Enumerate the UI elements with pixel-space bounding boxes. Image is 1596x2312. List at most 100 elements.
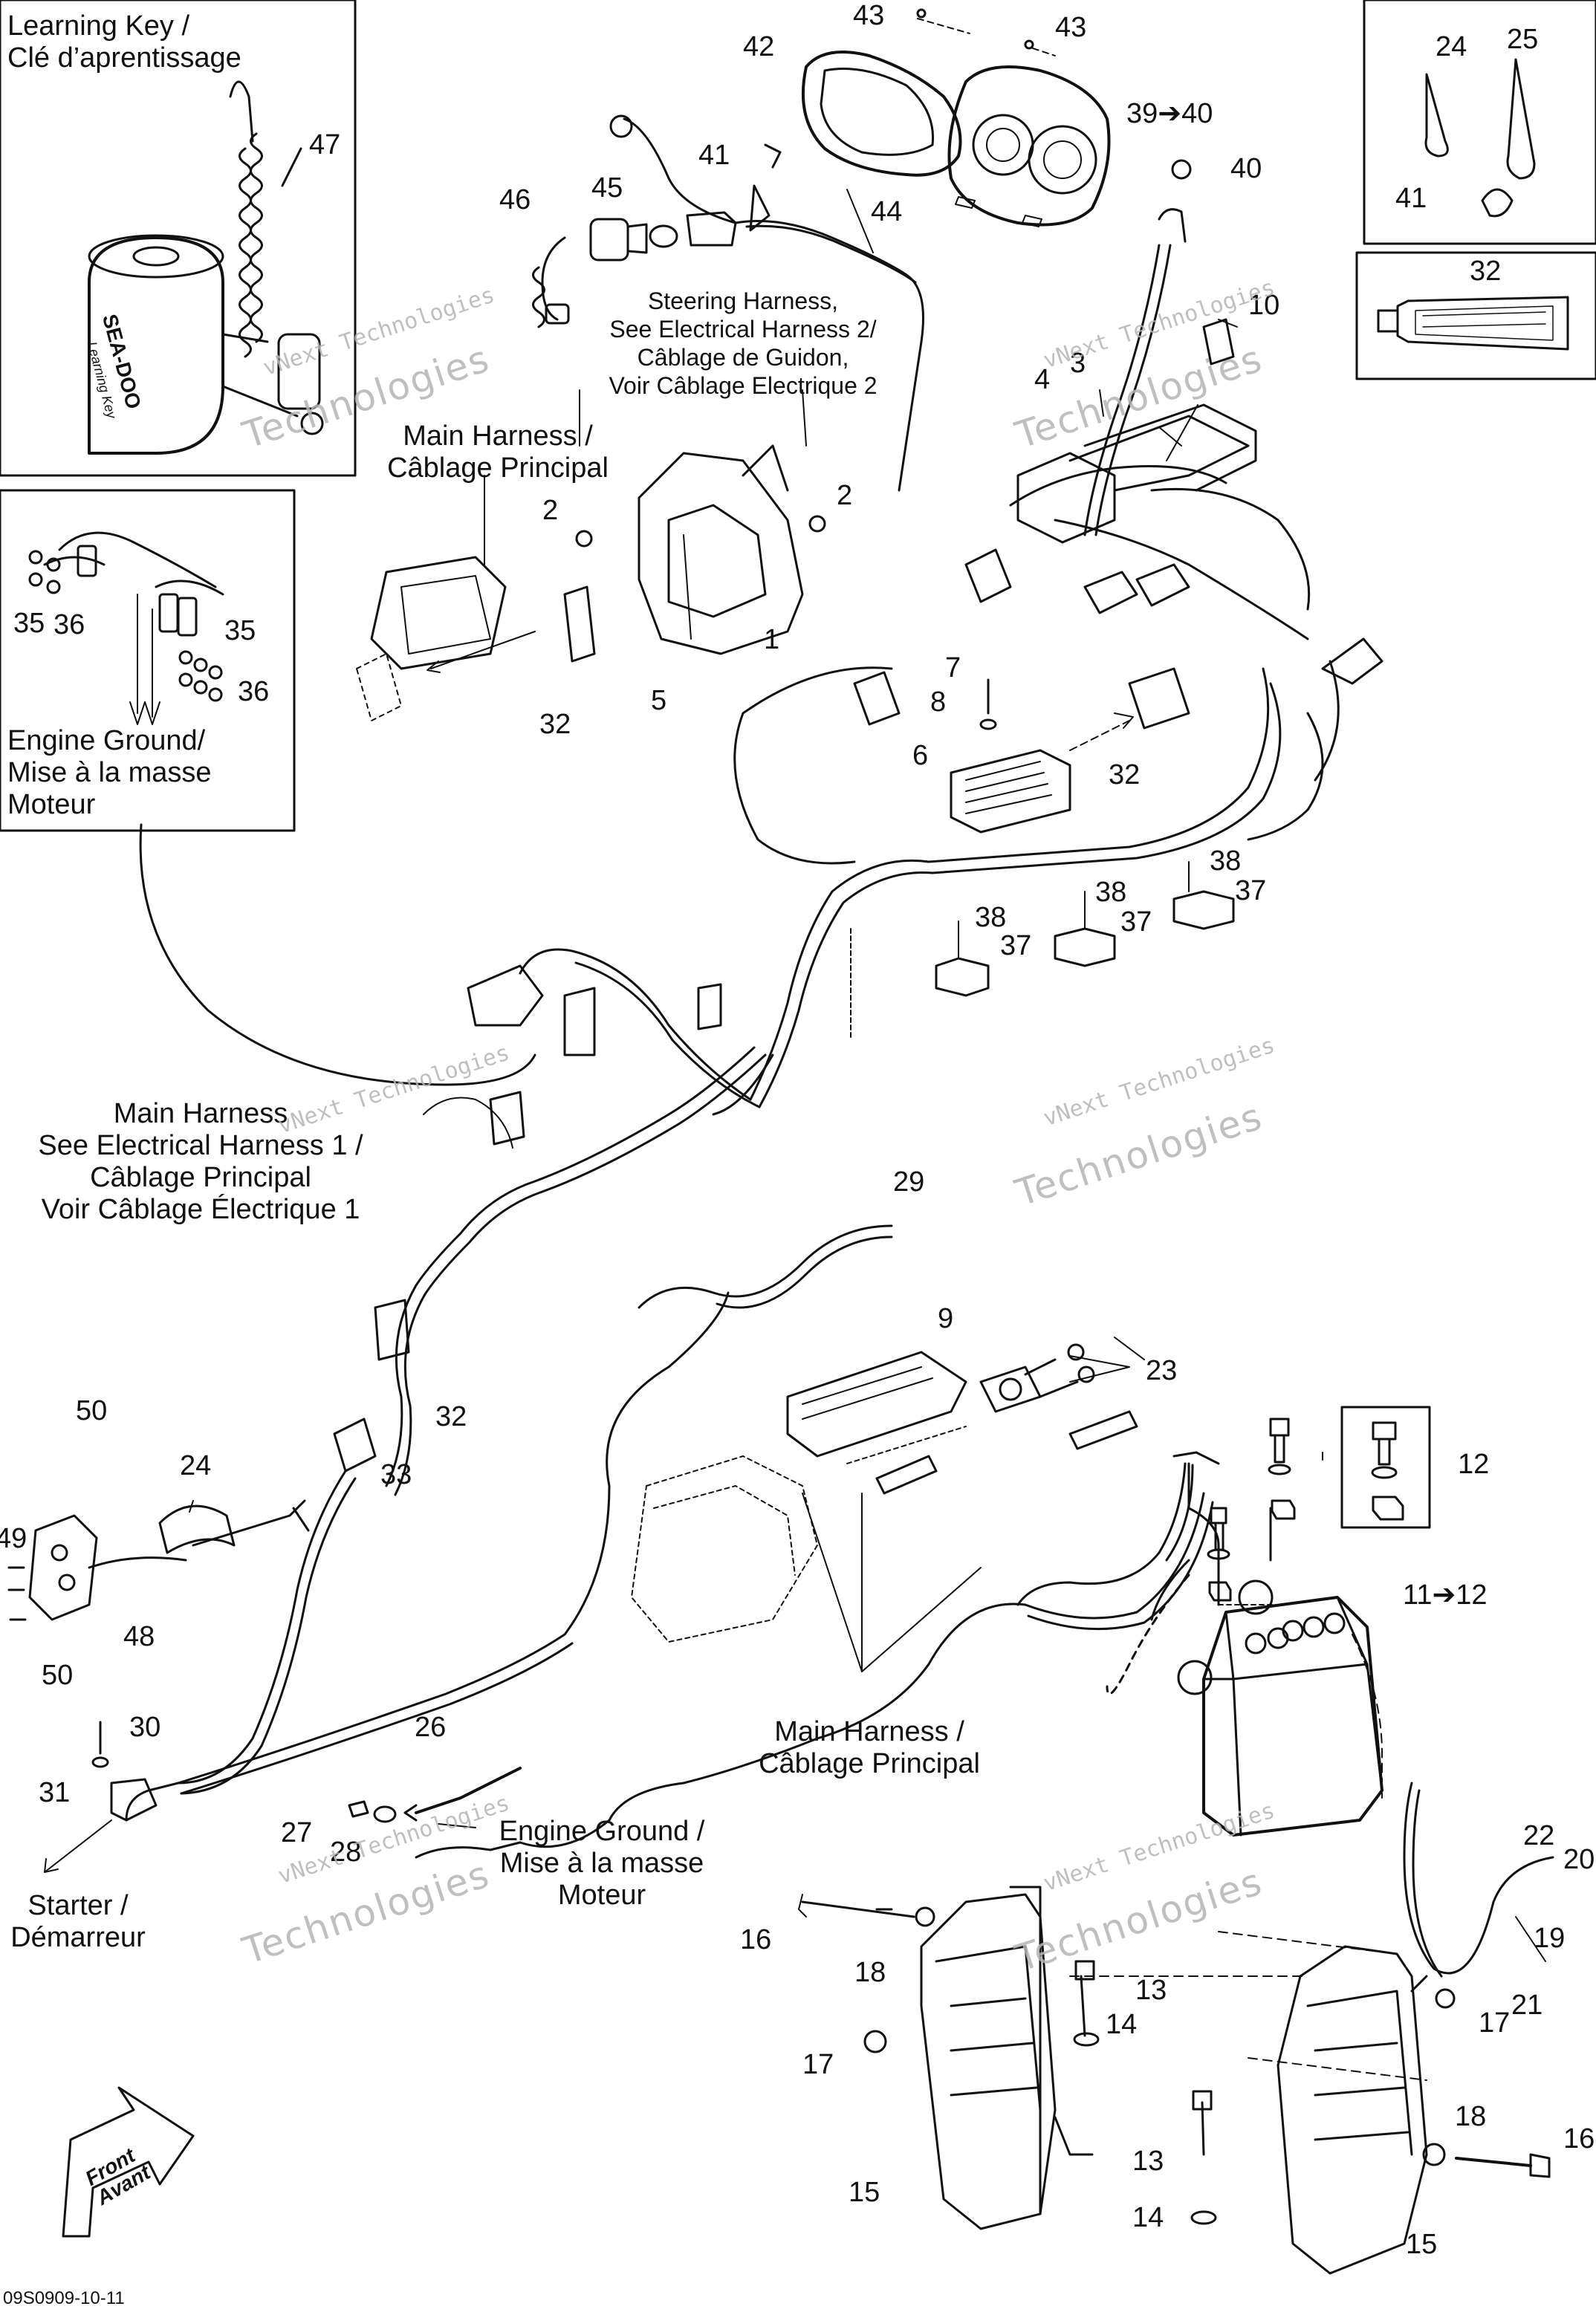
callout-21: 21 bbox=[1511, 1990, 1543, 2021]
gauge-cluster bbox=[801, 8, 1192, 243]
callout-28: 28 bbox=[330, 1837, 362, 1868]
callout-30: 30 bbox=[129, 1712, 161, 1743]
callout-46: 46 bbox=[499, 184, 531, 215]
callout-42: 42 bbox=[743, 31, 775, 62]
fastener-inset-box bbox=[1340, 1406, 1431, 1529]
callout-48: 48 bbox=[123, 1621, 155, 1652]
callout-43: 43 bbox=[853, 0, 885, 31]
engine-ground-bottom-parts bbox=[348, 1767, 522, 1828]
callout-12: 12 bbox=[1458, 1449, 1490, 1480]
callout-14b: 14 bbox=[1132, 2202, 1164, 2233]
callout-44: 44 bbox=[871, 196, 903, 227]
callout-32c: 32 bbox=[435, 1401, 467, 1432]
callout-50b: 50 bbox=[42, 1660, 74, 1691]
callout-26: 26 bbox=[415, 1712, 447, 1743]
callout-7: 7 bbox=[945, 652, 961, 683]
callout-23: 23 bbox=[1146, 1355, 1178, 1386]
callout-1: 1 bbox=[764, 624, 780, 655]
callout-32-sealant: 32 bbox=[1470, 256, 1502, 287]
callout-41: 41 bbox=[698, 140, 730, 171]
callout-35: 35 bbox=[13, 608, 45, 639]
callout-38b: 38 bbox=[1095, 877, 1127, 908]
callout-25: 25 bbox=[1507, 24, 1539, 55]
learning-key-title: Learning Key /Clé d’aprentissage bbox=[7, 10, 241, 74]
callout-49: 49 bbox=[0, 1523, 27, 1554]
fuse-holder-bracket bbox=[356, 444, 826, 721]
buzzer-48 bbox=[7, 1499, 310, 1621]
callout-8: 8 bbox=[930, 686, 947, 718]
callout-13: 13 bbox=[1135, 1975, 1167, 2006]
callout-2b: 2 bbox=[837, 480, 853, 511]
callout-33: 33 bbox=[380, 1459, 412, 1490]
callout-18: 18 bbox=[854, 1957, 886, 1988]
battery-terminal-bolts bbox=[1207, 1418, 1296, 1602]
callout-43b: 43 bbox=[1055, 12, 1087, 43]
mid-connectors bbox=[333, 964, 722, 1472]
callout-36b: 36 bbox=[238, 676, 270, 707]
voltage-regulator bbox=[950, 678, 1134, 834]
lower-harness-wires bbox=[125, 1224, 1554, 1978]
callout-17: 17 bbox=[802, 2049, 834, 2080]
steering-harness-caption: Steering Harness, See Electrical Harness… bbox=[609, 288, 878, 399]
cable-ties-drawing bbox=[1424, 58, 1536, 218]
fuse-box-top bbox=[853, 318, 1383, 730]
front-arrow bbox=[62, 2086, 195, 2238]
main-harness-bottom-caption: Main Harness / Câblage Principal bbox=[759, 1716, 980, 1779]
harness-wires bbox=[139, 220, 1340, 1496]
sealant-tube-drawing bbox=[1377, 296, 1569, 351]
diagram-code: 09S0909-10-11 bbox=[3, 2288, 125, 2308]
lower-fuse-assembly bbox=[631, 1343, 1138, 1643]
cable-ties-inset-box bbox=[1363, 0, 1596, 245]
callout-40: 40 bbox=[1230, 153, 1262, 184]
callout-24: 24 bbox=[1436, 31, 1467, 62]
callout-35b: 35 bbox=[224, 615, 256, 646]
callout-47: 47 bbox=[309, 129, 341, 160]
callout-24b: 24 bbox=[180, 1450, 212, 1481]
callout-41b: 41 bbox=[1395, 183, 1427, 214]
learning-key-inset-box bbox=[0, 0, 357, 477]
engine-ground-bottom-caption: Engine Ground / Mise à la masse Moteur bbox=[499, 1816, 705, 1911]
main-harness-top-caption: Main Harness / Câblage Principal bbox=[387, 420, 609, 484]
callout-20: 20 bbox=[1563, 1844, 1595, 1875]
ignition-switch-parts bbox=[532, 114, 782, 328]
callout-32a: 32 bbox=[539, 709, 571, 740]
callout-45: 45 bbox=[591, 172, 623, 204]
callout-10: 10 bbox=[1248, 290, 1280, 321]
callout-22: 22 bbox=[1523, 1820, 1555, 1851]
starter-caption: Starter / Démarreur bbox=[10, 1890, 146, 1953]
callout-32b: 32 bbox=[1109, 759, 1141, 790]
callout-11-12: 11➔12 bbox=[1403, 1579, 1488, 1611]
callout-14: 14 bbox=[1106, 2009, 1138, 2040]
fastener-inset-drawing bbox=[1371, 1421, 1404, 1521]
sealant-inset-box bbox=[1355, 251, 1596, 380]
callout-4: 4 bbox=[1034, 364, 1051, 395]
negative-cable bbox=[1016, 1451, 1279, 1606]
callout-37c: 37 bbox=[1235, 875, 1267, 906]
callout-19: 19 bbox=[1534, 1923, 1566, 1954]
callout-13b: 13 bbox=[1132, 2146, 1164, 2177]
callout-39-40: 39➔40 bbox=[1126, 98, 1213, 129]
learning-key-title-line2: Clé d’aprentissage bbox=[7, 42, 241, 74]
cable-clips bbox=[935, 861, 1235, 997]
callout-37: 37 bbox=[1000, 930, 1032, 961]
callout-2: 2 bbox=[542, 495, 559, 526]
callout-16: 16 bbox=[740, 1924, 772, 1955]
callout-38c: 38 bbox=[1210, 845, 1242, 877]
callout-29: 29 bbox=[893, 1166, 925, 1198]
engine-ground-inset-caption: Engine Ground/ Mise à la masse Moteur bbox=[7, 725, 212, 820]
battery-holder-right bbox=[1069, 1931, 1551, 2275]
engine-ground-inset-box bbox=[0, 489, 296, 832]
battery-minus-sign: − bbox=[1245, 1576, 1265, 1612]
callout-18b: 18 bbox=[1455, 2101, 1487, 2132]
callout-17b: 17 bbox=[1479, 2007, 1511, 2039]
starter-cable-end bbox=[44, 1721, 158, 1873]
leader-lines bbox=[189, 189, 1546, 1962]
callout-27: 27 bbox=[281, 1817, 313, 1848]
callout-50: 50 bbox=[76, 1395, 108, 1426]
callout-38: 38 bbox=[975, 902, 1007, 933]
callout-5: 5 bbox=[651, 685, 667, 716]
callout-15: 15 bbox=[849, 2177, 880, 2208]
callout-37b: 37 bbox=[1120, 906, 1152, 938]
callout-36: 36 bbox=[53, 609, 85, 640]
battery-holder-left bbox=[798, 1886, 1100, 2230]
